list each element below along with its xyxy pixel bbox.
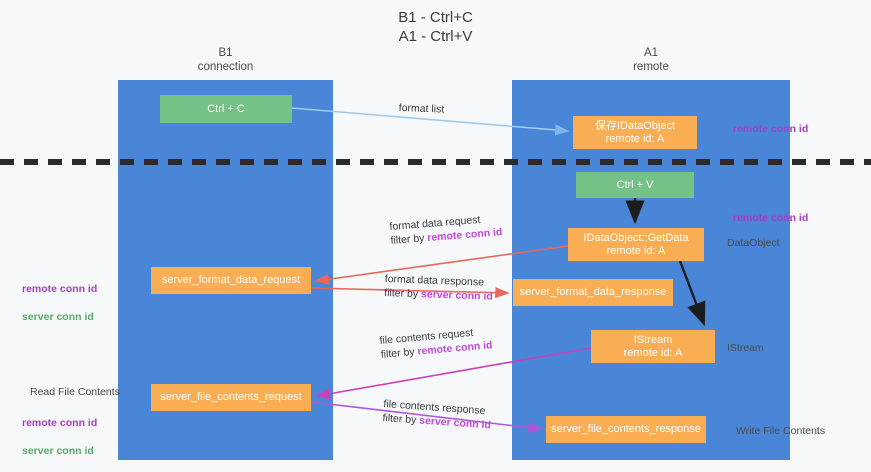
- note-right-write-file-contents: Write File Contents: [736, 425, 826, 437]
- edge-label-format-list: format list: [398, 101, 445, 116]
- note-right-dataobject: DataObject: [727, 237, 780, 249]
- note-left-server-conn-id: server conn id: [22, 311, 94, 323]
- note-right-remote-conn-id-top: remote conn id: [733, 123, 809, 135]
- node-server-format-data-response[interactable]: server_format_data_response: [513, 279, 673, 306]
- node-server-file-contents-request[interactable]: server_file_contents_request: [151, 384, 311, 411]
- note-right-remote-conn-id-mid: remote conn id: [733, 212, 809, 224]
- node-save-idataobject[interactable]: 保存IDataObject remote id: A: [573, 116, 697, 149]
- filter-prefix: filter by: [390, 232, 428, 247]
- note-right-istream: IStream: [727, 342, 764, 354]
- node-idataobject-getdata[interactable]: IDataObject::GetData remote id: A: [568, 228, 704, 261]
- note-left-read-file-contents: Read File Contents: [30, 386, 120, 398]
- note-left-conn-ids: remote conn id server conn id: [22, 268, 97, 338]
- note-left-remote-conn-id: remote conn id: [22, 283, 98, 295]
- node-server-format-data-request[interactable]: server_format_data_request: [151, 267, 311, 294]
- node-ctrl-c[interactable]: Ctrl + C: [160, 95, 292, 123]
- filter-key: server conn id: [418, 414, 492, 432]
- note-left-conn-ids-2: remote conn id server conn id: [22, 402, 97, 472]
- swimlane-header-a1: A1 remote: [633, 47, 669, 73]
- filter-prefix: filter by: [380, 345, 418, 361]
- filter-prefix: filter by: [382, 411, 420, 427]
- swimlane-header-b1: B1 connection: [197, 47, 254, 73]
- diagram-title: B1 - Ctrl+C A1 - Ctrl+V: [398, 9, 473, 45]
- edge-label-format-data-response: format data response filter by server co…: [384, 272, 493, 304]
- edge-label-file-contents-response: file contents response filter by server …: [382, 397, 492, 433]
- note-left-remote-conn-id-2: remote conn id: [22, 417, 98, 429]
- node-istream[interactable]: IStream remote id: A: [591, 330, 715, 363]
- filter-key: server conn id: [420, 288, 493, 303]
- filter-prefix: filter by: [384, 286, 422, 301]
- edge-label-file-contents-request: file contents request filter by remote c…: [379, 324, 493, 362]
- note-left-server-conn-id-2: server conn id: [22, 445, 94, 457]
- node-server-file-contents-response[interactable]: server_file_contents_response: [546, 416, 706, 443]
- edge-label-format-data-request: format data request filter by remote con…: [389, 211, 503, 248]
- node-ctrl-v[interactable]: Ctrl + V: [576, 172, 694, 198]
- edge-label-line2: filter by server conn id: [384, 286, 493, 304]
